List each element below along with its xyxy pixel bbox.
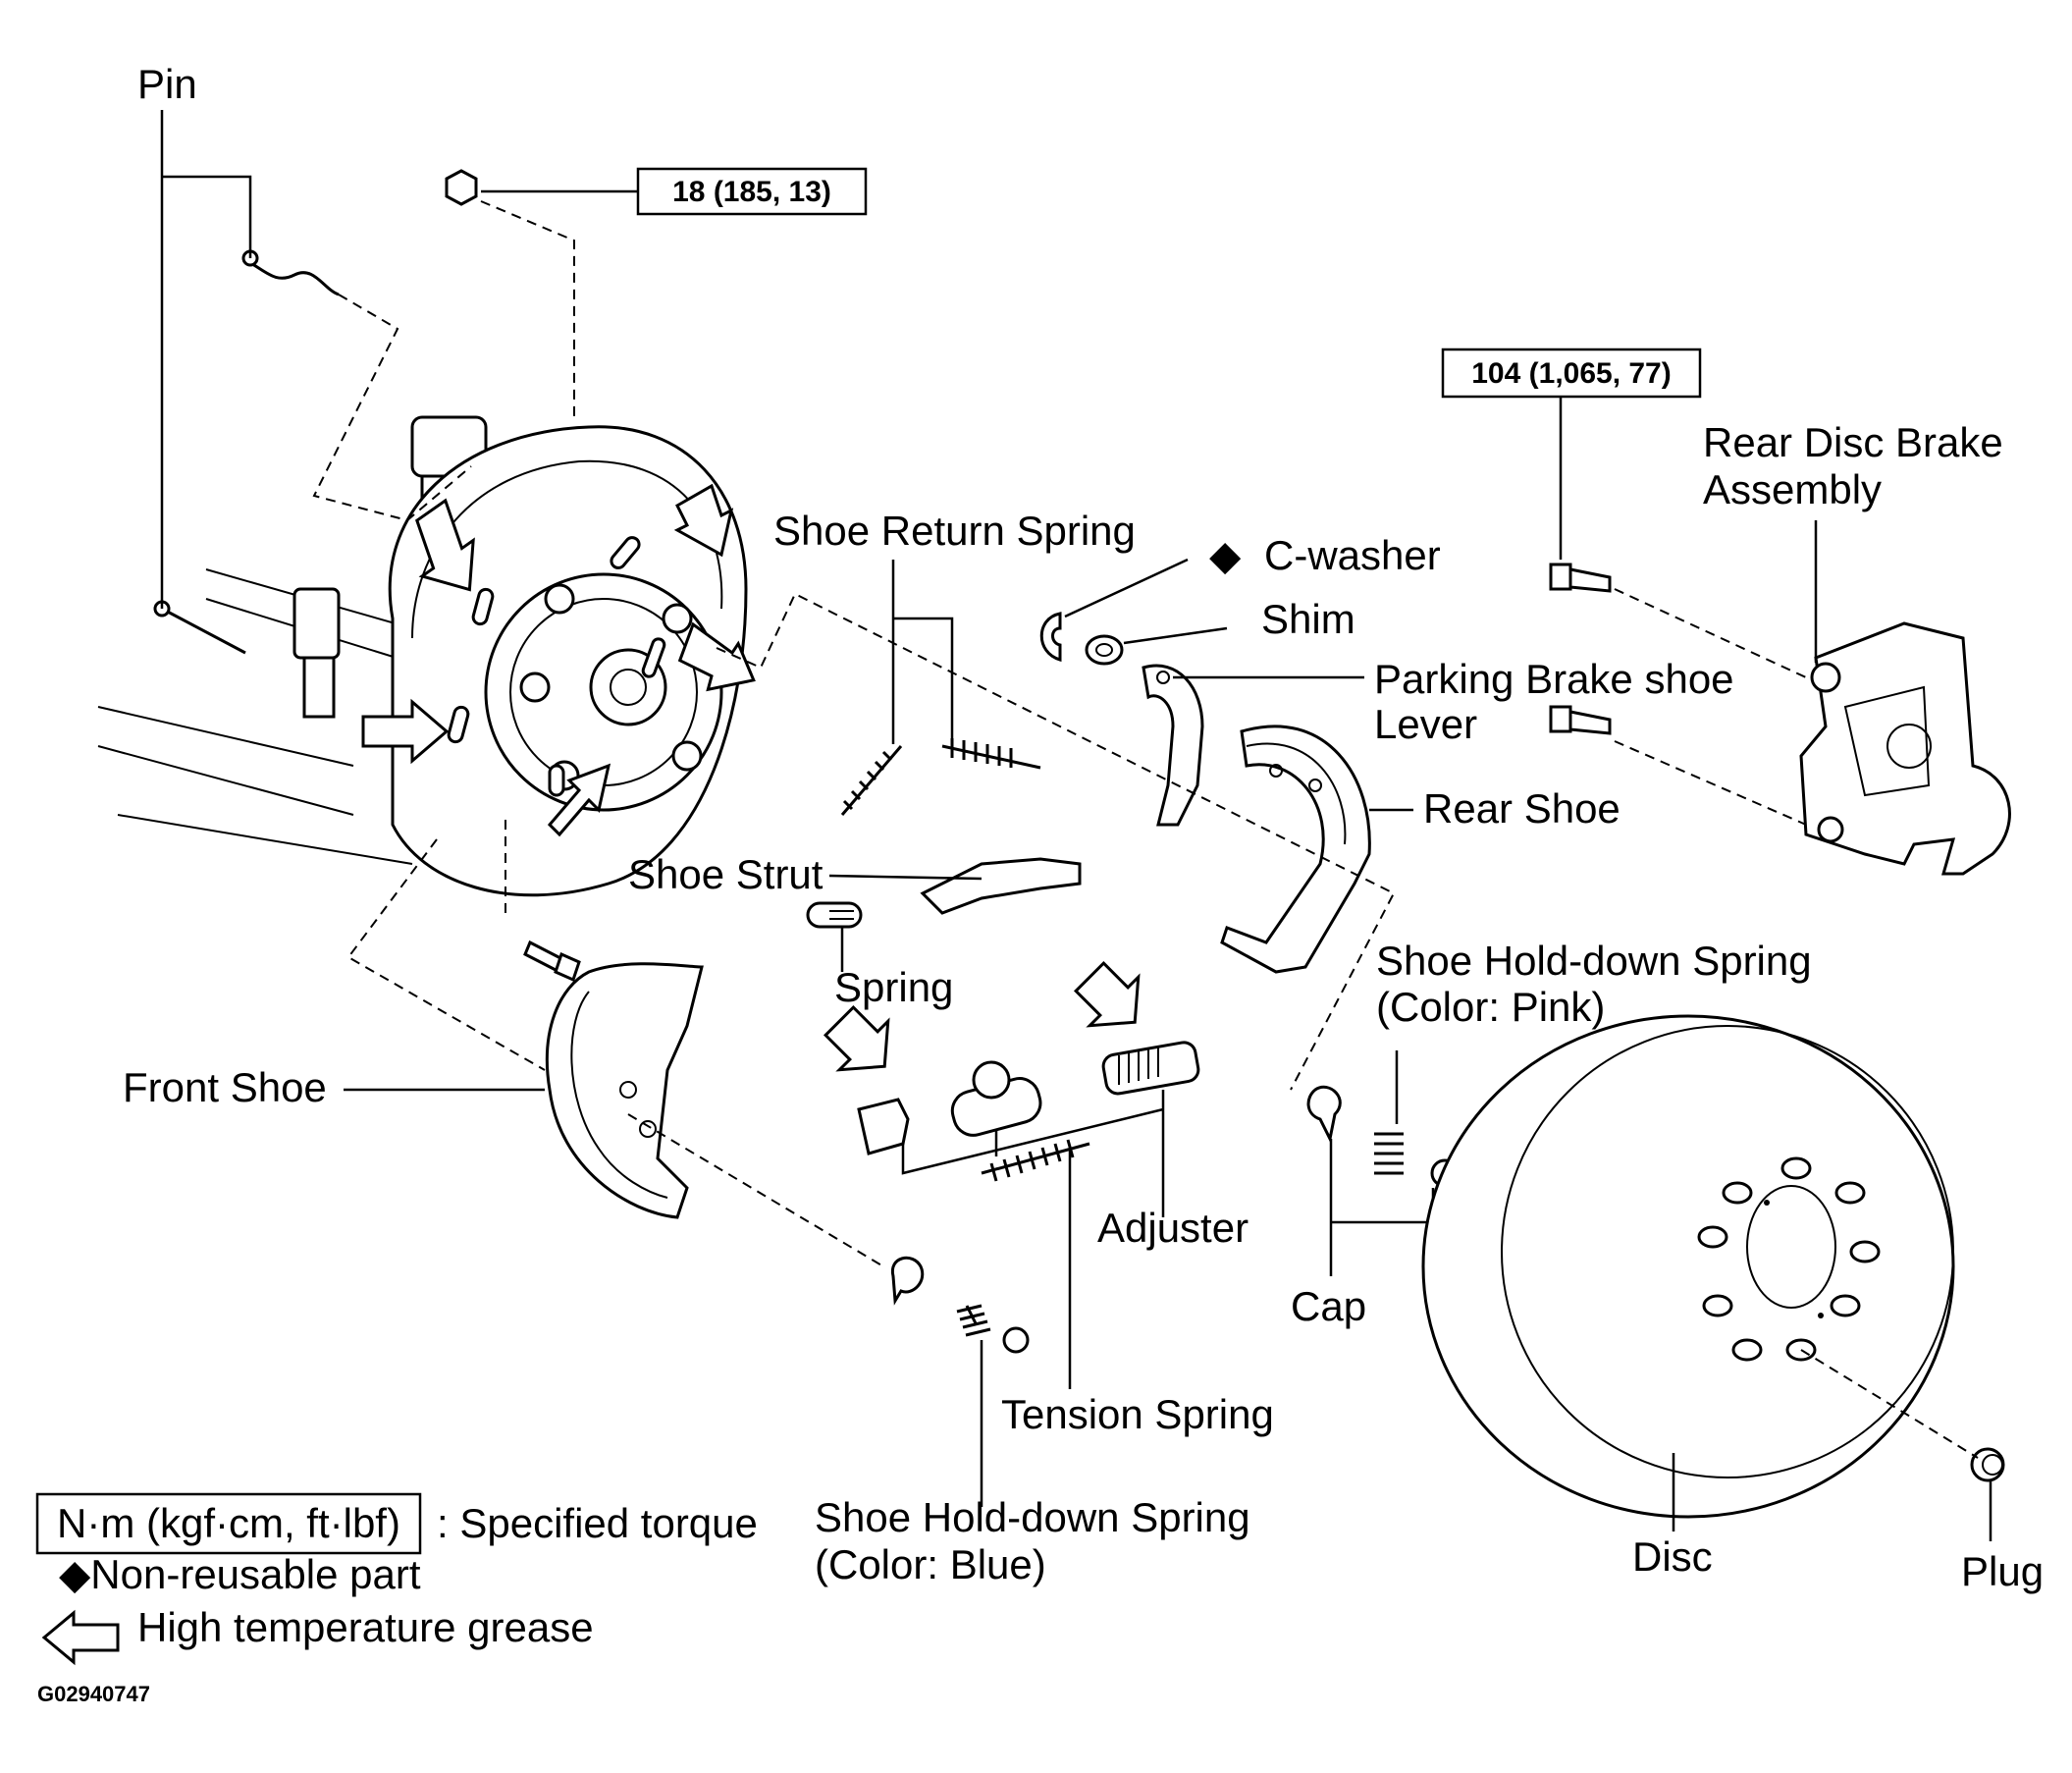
torque-nut-value: 18 (185, 13) xyxy=(672,176,831,208)
c-washer-label: C-washer xyxy=(1264,532,1441,578)
rear-disc-brake-label-1: Rear Disc Brake xyxy=(1703,419,2003,465)
center-dash xyxy=(716,592,1396,1091)
rear-disc-brake-assembly xyxy=(1799,621,2011,876)
shoe-strut-leader xyxy=(828,874,983,881)
pin-part xyxy=(153,249,340,655)
grease-arrows-hub xyxy=(361,483,756,837)
torque-caliper-value: 104 (1,065, 77) xyxy=(1471,357,1671,390)
torque-box-nut xyxy=(636,167,868,216)
shim-leader xyxy=(1123,626,1228,645)
cap-label: Cap xyxy=(1291,1283,1366,1329)
front-shoe-bolt xyxy=(523,940,581,983)
shim-part xyxy=(1085,634,1124,666)
shoe-return-spring-leader xyxy=(891,560,954,746)
spring-label: Spring xyxy=(834,964,953,1010)
pin-label: Pin xyxy=(137,61,197,107)
front-shoe-part xyxy=(545,962,704,1219)
pin-leader xyxy=(160,110,252,609)
parking-brake-lever-part xyxy=(1142,664,1204,827)
caliper-bolt-dash xyxy=(1614,588,1807,826)
shoe-strut-label: Shoe Strut xyxy=(628,851,823,897)
front-shoe-label: Front Shoe xyxy=(123,1064,327,1110)
plug-dash xyxy=(1800,1349,1979,1459)
legend-grease: High temperature grease xyxy=(137,1604,594,1650)
shim-label: Shim xyxy=(1261,596,1355,642)
parking-lever-label-2: Lever xyxy=(1374,701,1477,747)
holddown-blue-label-2: (Color: Blue) xyxy=(815,1541,1046,1587)
adjuster-leader xyxy=(901,1090,1165,1217)
front-holddown-parts xyxy=(890,1256,1030,1354)
disc-part xyxy=(1421,1014,1955,1519)
grease-arrow-icon xyxy=(41,1609,120,1666)
nut-dash xyxy=(480,200,575,422)
shoe-return-spring-label: Shoe Return Spring xyxy=(773,508,1136,554)
rear-shoe-part xyxy=(1220,725,1371,974)
holddown-blue-label-1: Shoe Hold-down Spring xyxy=(815,1494,1250,1540)
holddown-pink-label-1: Shoe Hold-down Spring xyxy=(1376,938,1812,984)
c-washer-diamond: ◆ xyxy=(1209,532,1242,578)
legend-torque-units: N·m (kgf·cm, ft·lbf) xyxy=(57,1500,400,1546)
caliper-bolts xyxy=(1549,563,1612,735)
legend: N·m (kgf·cm, ft·lbf) : Specified torque … xyxy=(35,1492,758,1706)
pin-dash xyxy=(312,294,472,522)
torque-box-caliper xyxy=(1441,348,1702,399)
tension-spring-label: Tension Spring xyxy=(1001,1391,1274,1437)
rear-disc-brake-label-2: Assembly xyxy=(1703,466,1882,512)
shoe-strut-part xyxy=(920,857,1082,915)
rear-shoe-label: Rear Shoe xyxy=(1423,785,1620,832)
c-washer-leader xyxy=(1064,558,1189,618)
backing-plate-hub-assembly xyxy=(97,415,748,897)
parking-lever-label-1: Parking Brake shoe xyxy=(1374,656,1734,702)
plug-part xyxy=(1970,1447,2005,1482)
nut-18 xyxy=(445,169,478,206)
holddown-pink-label-2: (Color: Pink) xyxy=(1376,984,1605,1030)
legend-torque-box xyxy=(35,1492,422,1555)
adjuster-label: Adjuster xyxy=(1097,1205,1249,1251)
disc-label: Disc xyxy=(1632,1533,1713,1580)
tension-spring-part xyxy=(981,1139,1090,1182)
c-washer-part xyxy=(1039,612,1062,662)
strut-spring-part xyxy=(806,901,863,929)
legend-torque-desc: : Specified torque xyxy=(437,1500,758,1546)
figure-code: G02940747 xyxy=(37,1682,150,1706)
shoe-return-springs xyxy=(840,738,1041,816)
plug-label: Plug xyxy=(1961,1548,2044,1594)
adjuster-parts xyxy=(823,960,1200,1155)
cap-leader xyxy=(1329,1139,1435,1276)
legend-nonreusable: ◆Non-reusable part xyxy=(59,1551,421,1597)
